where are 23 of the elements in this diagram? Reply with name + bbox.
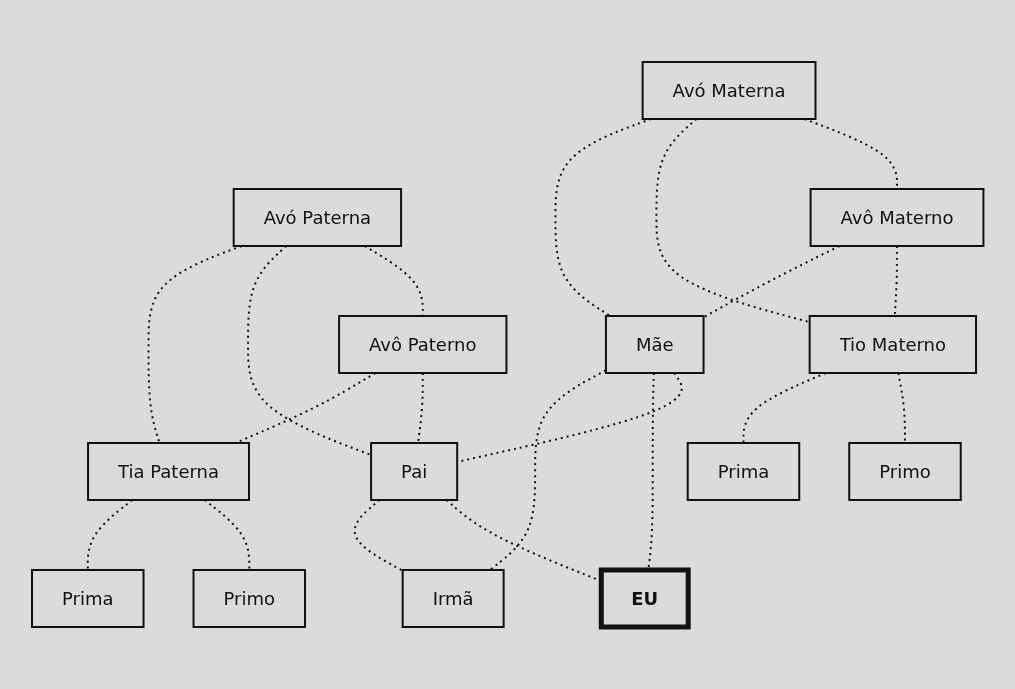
node-box: Tia Paterna	[86, 442, 250, 501]
node-box: Tio Materno	[808, 315, 977, 374]
node-box: Avô Materno	[809, 188, 985, 247]
connector	[742, 372, 827, 444]
node-box: EU	[598, 567, 691, 630]
connector	[416, 372, 424, 444]
connector	[893, 245, 898, 317]
node-box: Irmã	[401, 569, 505, 628]
node-box: Prima	[30, 569, 145, 628]
connector	[86, 499, 134, 571]
node-box: Pai	[369, 442, 458, 501]
node-box: Avó Paterna	[232, 188, 402, 247]
connector	[702, 245, 841, 319]
node-box: Avó Materna	[641, 61, 817, 120]
node-box: Prima	[686, 442, 800, 501]
connector	[897, 372, 906, 444]
connector	[203, 499, 251, 571]
connector	[353, 499, 404, 572]
node-box: Avô Paterno	[337, 315, 508, 374]
node-box: Mãe	[604, 315, 705, 374]
connector	[488, 369, 607, 571]
node-box: Primo	[848, 442, 962, 501]
node-box: Primo	[192, 569, 306, 628]
